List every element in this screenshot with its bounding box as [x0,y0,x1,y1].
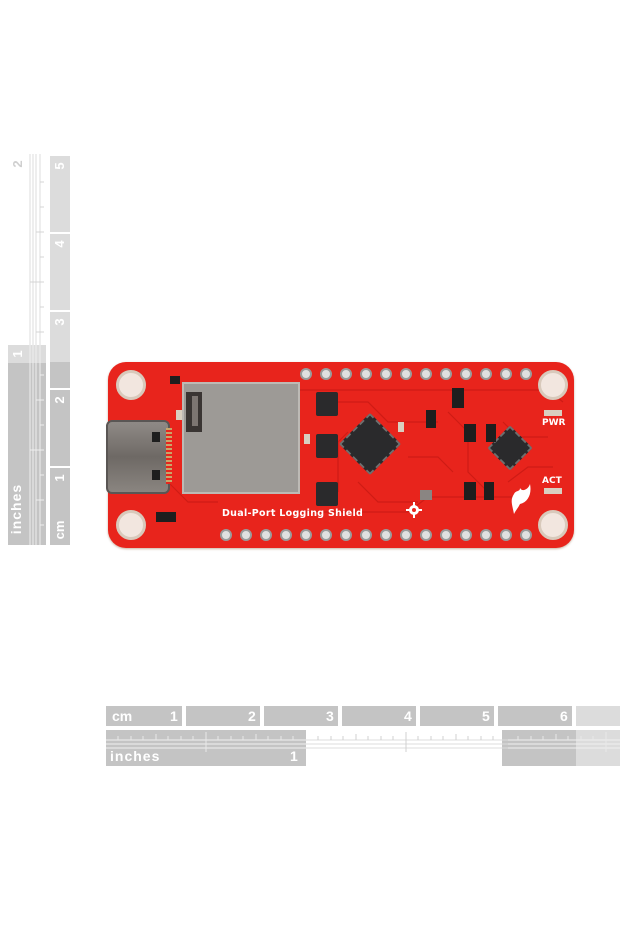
act-led [544,488,562,494]
open-source-hardware-gear-icon [406,502,422,518]
vruler-cm-seg-2 [50,390,70,466]
header-pin [480,368,492,380]
vruler-cm-seg-4 [50,234,70,310]
header-pin [240,529,252,541]
smd-component [486,424,496,442]
sparkfun-flame-logo-icon [511,484,531,514]
header-pin [380,529,392,541]
header-pin [360,368,372,380]
usb-pins [166,428,172,484]
header-pin [500,368,512,380]
header-pin [220,529,232,541]
pwr-label: PWR [542,418,566,428]
header-pin [520,368,532,380]
hruler-cm-mark-3: 3 [326,708,334,724]
vruler-cm-seg-3 [50,312,70,362]
hruler-inch-ticks [106,732,620,752]
crystal [420,490,432,500]
header-pin [420,368,432,380]
hruler-inch-mark-1: 1 [290,748,298,764]
header-pin [520,529,532,541]
vruler-cm-mark-1: 1 [52,474,67,482]
header-pin [460,529,472,541]
mounting-hole-bottom-right [538,510,568,540]
header-pin [440,368,452,380]
vruler-cm-seg-1 [50,468,70,545]
pcb-board: PWR ACT Dual-Port Logging Shield [106,362,574,548]
mounting-hole-bottom-left [116,510,146,540]
horizontal-ruler: cm 1 2 3 4 5 6 [100,700,620,775]
hruler-cm-mark-1: 1 [170,708,178,724]
header-pin [280,529,292,541]
act-label: ACT [542,476,562,486]
header-pin [360,529,372,541]
smd-component [426,410,436,428]
microsd-latch-spring [192,396,198,426]
smd-component [452,388,464,408]
hruler-cm-mark-6: 6 [560,708,568,724]
soic-chip [316,392,338,416]
capacitor [304,434,310,444]
hruler-cm-seg-1 [106,706,182,726]
hruler-cm-seg-6 [498,706,572,726]
header-pin [480,529,492,541]
hruler-cm-mark-4: 4 [404,708,412,724]
vruler-cm-label: cm [52,520,67,540]
capacitor [176,410,182,420]
smd-component [464,424,476,442]
hruler-cm-seg-4 [342,706,416,726]
header-pin [340,529,352,541]
hruler-cm-seg-7 [576,706,620,726]
pcb-traces [167,389,564,513]
header-pin [320,368,332,380]
header-pin [500,529,512,541]
mounting-hole-top-right [538,370,568,400]
header-pin [300,529,312,541]
hruler-cm-label: cm [112,708,133,724]
vertical-ruler: 2 1 inches 5 4 3 2 1 cm [0,150,80,550]
vruler-inch-ticks [29,345,44,545]
pwr-led [544,410,562,416]
hruler-cm-mark-5: 5 [482,708,490,724]
vruler-inch-ticks-light [29,154,44,354]
header-pin [440,529,452,541]
smd-component [484,482,494,500]
header-pin [320,529,332,541]
hruler-cm-seg-2 [186,706,260,726]
hruler-cm-seg-5 [420,706,494,726]
header-pin [460,368,472,380]
hruler-cm-mark-2: 2 [248,708,256,724]
vruler-inches-label: inches [8,483,24,535]
vruler-cm-mark-3: 3 [52,318,67,326]
vruler-inch-mark-2: 2 [10,160,25,168]
smd-component [170,376,180,384]
vruler-cm-seg-3b [50,362,70,388]
mounting-hole-top-left [116,370,146,400]
regulator [156,512,176,522]
hruler-cm-seg-3 [264,706,338,726]
header-pin [400,529,412,541]
smd-component [464,482,476,500]
soic-chip [316,482,338,506]
hruler-inches-label: inches [110,748,161,764]
board-title-silkscreen: Dual-Port Logging Shield [222,508,364,519]
usb-pad [152,432,160,442]
vruler-inch-mark-1: 1 [10,350,25,358]
header-pin [400,368,412,380]
header-pin [300,368,312,380]
capacitor [398,422,404,432]
vruler-cm-mark-2: 2 [52,396,67,404]
header-pin [380,368,392,380]
header-pin [260,529,272,541]
header-pin [420,529,432,541]
soic-chip [316,434,338,458]
header-pin [340,368,352,380]
usb-c-connector [106,420,170,494]
usb-pad [152,470,160,480]
vruler-cm-mark-4: 4 [52,240,67,248]
vruler-cm-mark-5: 5 [52,162,67,170]
vruler-cm-seg-5 [50,156,70,232]
